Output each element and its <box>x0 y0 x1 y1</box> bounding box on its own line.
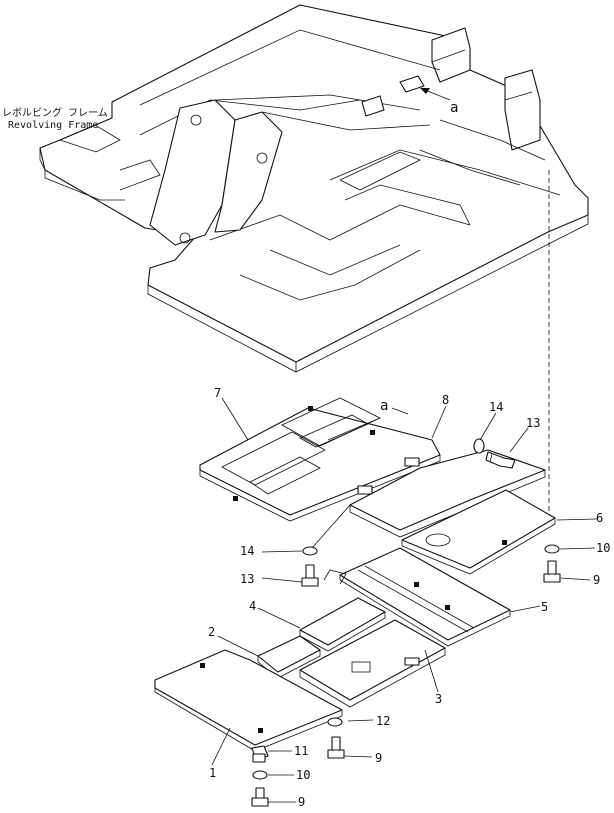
washer-14-upper <box>473 438 485 454</box>
cover-7 <box>199 397 441 522</box>
cover-6 <box>401 489 556 575</box>
callout-7: 7 <box>214 386 221 400</box>
callout-8: 8 <box>442 393 449 407</box>
callout-12: 12 <box>376 714 390 728</box>
callout-2: 2 <box>208 625 215 639</box>
callout-1: 1 <box>209 766 216 780</box>
cover-3 <box>299 619 446 708</box>
washer-12 <box>327 717 343 727</box>
bolt-13-upper <box>485 451 516 469</box>
callout-3: 3 <box>435 692 442 706</box>
nut-11 <box>251 745 269 763</box>
frame-label-jp: レボルビング フレーム <box>2 106 108 119</box>
callout-14-upper: 14 <box>489 400 503 414</box>
callout-11: 11 <box>294 744 308 758</box>
cover-8 <box>349 449 546 538</box>
callout-10-lower: 10 <box>296 768 310 782</box>
callout-13-upper: 13 <box>526 416 540 430</box>
callout-6: 6 <box>596 511 603 525</box>
callout-4: 4 <box>249 599 256 613</box>
bolt-9-bottom <box>251 787 269 807</box>
callout-14-lower: 14 <box>240 544 254 558</box>
view-mark-upper: a <box>450 100 458 116</box>
bolt-9-right <box>543 560 561 583</box>
frame-label-en: Revolving Frame <box>8 120 98 131</box>
bolt-13-lower <box>301 564 319 587</box>
bolt-9-middle <box>327 736 345 759</box>
revolving-frame <box>39 4 589 373</box>
cover-5 <box>339 547 511 647</box>
callout-13-lower: 13 <box>240 572 254 586</box>
callout-10-right: 10 <box>596 541 610 555</box>
view-mark-lower: a <box>380 398 388 414</box>
callout-9-right: 9 <box>593 573 600 587</box>
washer-10-right <box>544 544 560 554</box>
callout-9-bottom: 9 <box>298 795 305 809</box>
callout-5: 5 <box>541 600 548 614</box>
washer-14-lower <box>302 546 318 556</box>
leader-lines <box>211 397 598 803</box>
washer-10-lower <box>252 770 268 780</box>
callout-9-middle: 9 <box>375 751 382 765</box>
cover-4 <box>299 569 386 652</box>
